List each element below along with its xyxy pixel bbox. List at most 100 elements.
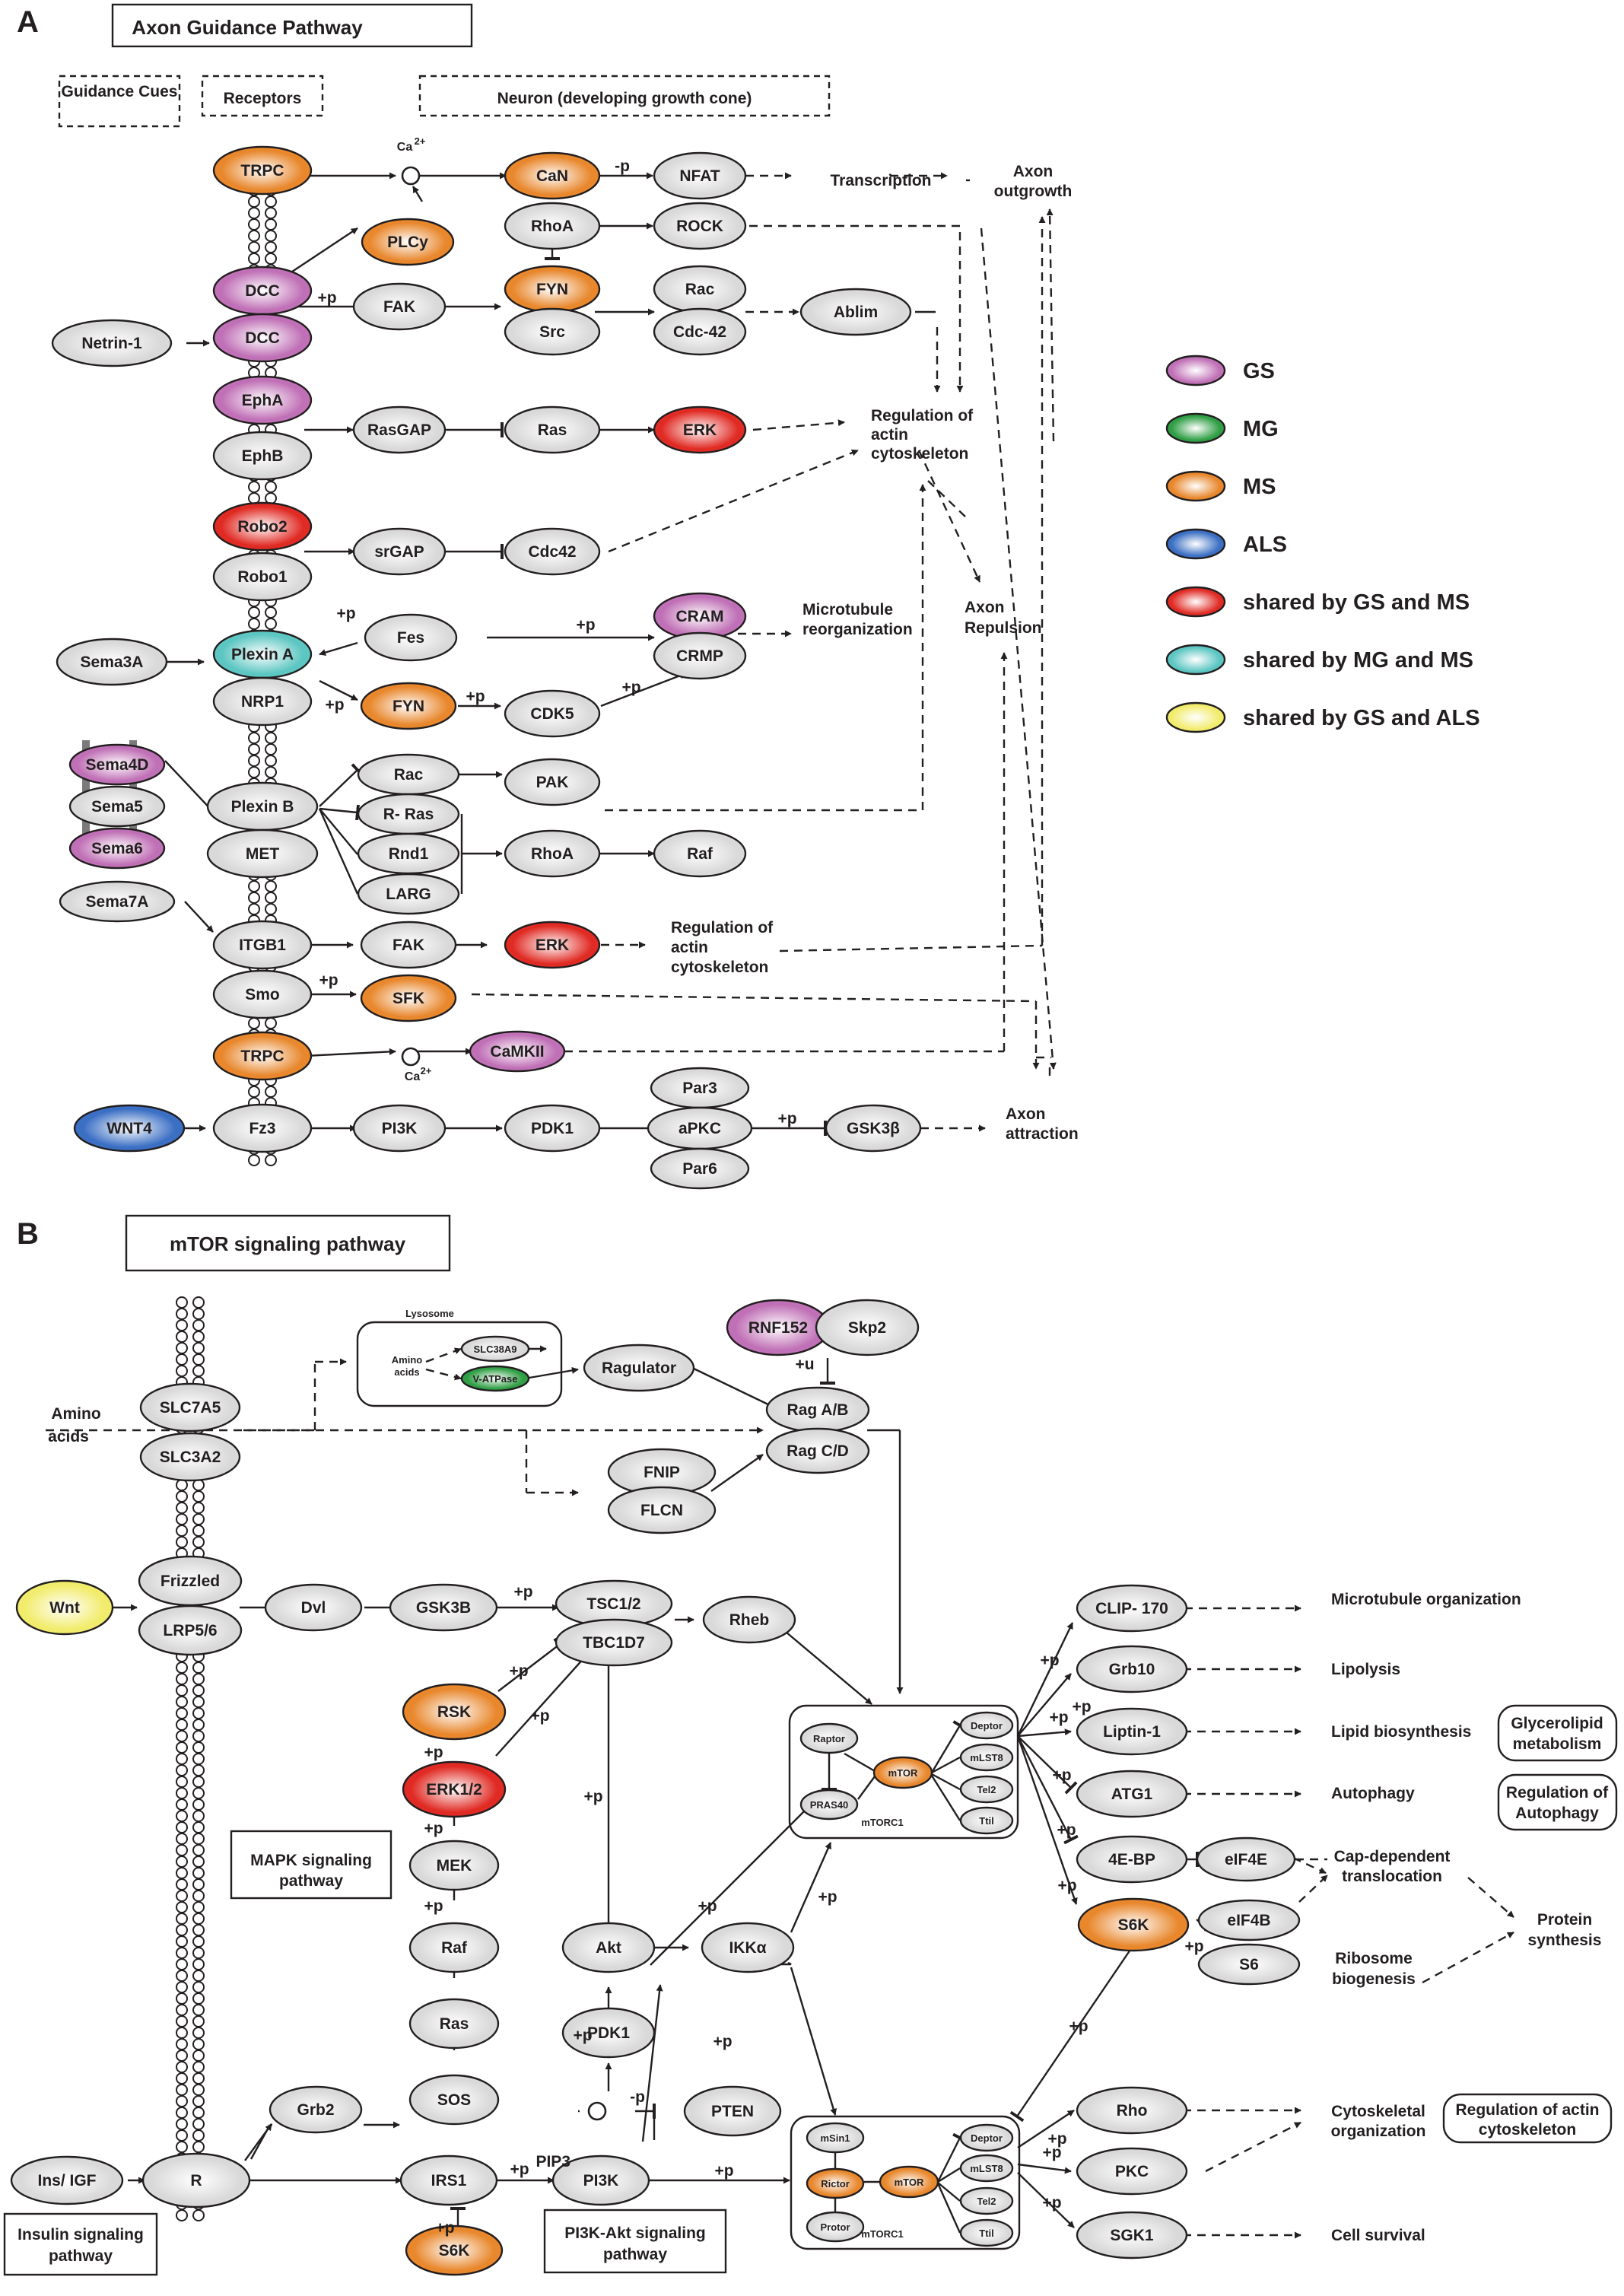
label-cell-survival: Cell survival xyxy=(1331,2227,1425,2244)
label-axon-outgrowth: Axon xyxy=(1013,163,1054,180)
edge xyxy=(425,1368,462,1381)
legend-item: shared by MG and MS xyxy=(1243,648,1473,673)
membrane-bead xyxy=(192,2118,205,2130)
edge xyxy=(1017,1728,1072,1738)
node-label-eif4b: eIF4B xyxy=(1227,1912,1270,1929)
label-plus-p: +p xyxy=(325,696,344,714)
node-panel_b-irs1 xyxy=(399,2154,498,2206)
node-label-rras: R- Ras xyxy=(383,806,434,823)
membrane-bead xyxy=(176,1764,188,1776)
node-panel_a-epha xyxy=(212,375,313,425)
membrane-bead xyxy=(192,2072,205,2085)
node-panel_a-can xyxy=(504,151,601,200)
node-panel_a-camkii xyxy=(469,1030,566,1073)
edge xyxy=(710,1454,764,1492)
membrane-bead xyxy=(192,1764,205,1776)
membrane-bead xyxy=(192,1353,205,1366)
node-panel_b-mtor1 xyxy=(872,1756,933,1789)
membrane-bead xyxy=(265,241,277,253)
node-label-fz3: Fz3 xyxy=(249,1120,275,1137)
label-plus-p: +p xyxy=(621,679,640,696)
membrane-bead xyxy=(248,743,260,755)
node-panel_b-sos xyxy=(408,2074,500,2126)
node-panel_a-wnt4 xyxy=(73,1104,186,1153)
label-plus-p: +p xyxy=(466,688,485,705)
node-label-ras: Ras xyxy=(538,421,567,439)
membrane-bead xyxy=(265,253,277,265)
legend-swatch-mg xyxy=(1165,412,1226,444)
membrane-bead xyxy=(176,1513,188,1525)
edge xyxy=(785,1631,872,1705)
node-label-eif4e: eIF4E xyxy=(1225,1851,1267,1868)
legend-item: shared by GS and ALS xyxy=(1243,706,1480,730)
node-panel_b-protor xyxy=(806,2211,865,2243)
label-plus-p: +p xyxy=(713,2033,732,2050)
label-insulin-pathway: pathway xyxy=(49,2247,113,2265)
label-cytoskeletal-org: Cytoskeletal xyxy=(1331,2103,1425,2120)
membrane-bead xyxy=(176,1707,188,1719)
node-label-grb10: Grb10 xyxy=(1109,1661,1155,1678)
membrane-bead xyxy=(176,2095,188,2107)
node-label-raf: Raf xyxy=(441,1939,468,1957)
membrane-bead xyxy=(248,253,260,265)
label-cap-dependent: translocation xyxy=(1342,1868,1442,1885)
node-panel_a-crmp xyxy=(653,631,747,680)
legend-swatch-ms xyxy=(1165,470,1226,502)
lysosome-label: Lysosome xyxy=(405,1308,454,1319)
node-panel_b-s6k xyxy=(1077,1897,1190,1952)
node-panel_b-sgk1 xyxy=(1076,2211,1188,2259)
node-panel_b-pten xyxy=(683,2085,782,2137)
node-label-deptor1: Deptor xyxy=(971,1720,1003,1732)
node-panel_a-dcc2 xyxy=(212,313,313,363)
node-label-rock: ROCK xyxy=(676,218,723,235)
membrane-bead xyxy=(176,1833,188,1845)
membrane-bead xyxy=(176,2209,188,2221)
node-label-rhoa2: RhoA xyxy=(531,845,574,863)
membrane-bead xyxy=(176,1958,188,1970)
panel-b-title-box xyxy=(125,1214,451,1272)
legend-item: ALS xyxy=(1243,533,1287,557)
membrane-bead xyxy=(192,1513,205,1525)
node-label-itgb1: ITGB1 xyxy=(239,937,286,954)
label-plus-p: +p xyxy=(818,1888,837,1906)
node-panel_b-flcn xyxy=(607,1486,717,1534)
membrane-bead xyxy=(192,1673,205,1685)
node-label-rnd1: Rnd1 xyxy=(389,845,429,863)
legend-swatch-mg_ms xyxy=(1165,644,1226,676)
node-panel_b-mlst8_1 xyxy=(959,1743,1014,1772)
label-plus-p: +p xyxy=(1052,1767,1071,1784)
node-label-plcy: PLCy xyxy=(387,234,428,251)
col-guidance-cues: Guidance Cues xyxy=(62,83,178,100)
node-label-ikka: IKKα xyxy=(729,1939,766,1957)
membrane-bead xyxy=(176,2118,188,2130)
membrane-bead xyxy=(176,1696,188,1708)
edge xyxy=(1016,1735,1078,1905)
node-label-epha: EphA xyxy=(242,392,284,409)
node-label-sema6: Sema6 xyxy=(91,840,143,857)
node-panel_b-s6k_bottom xyxy=(405,2224,504,2276)
edge xyxy=(930,1775,961,1821)
node-label-mtor1: mTOR xyxy=(888,1767,918,1779)
node-panel_a-robo1 xyxy=(212,552,313,602)
label-plus-p: +p xyxy=(698,1897,717,1915)
node-panel_b-ikka xyxy=(701,1922,795,1973)
membrane-bead xyxy=(265,766,277,778)
node-panel_a-fes xyxy=(364,613,458,662)
edge xyxy=(184,901,214,933)
membrane-bead xyxy=(265,732,277,744)
node-panel_a-rock xyxy=(653,202,747,250)
edge xyxy=(790,1967,837,2116)
membrane-bead xyxy=(265,230,277,242)
node-panel_a-rasgap xyxy=(352,405,447,454)
label-plus-p: +p xyxy=(1069,2018,1088,2035)
receptors-box xyxy=(201,75,324,117)
node-label-fnip: FNIP xyxy=(644,1464,680,1481)
lysosome-amino-acids: Amino xyxy=(392,1354,423,1366)
label-plus-p: +p xyxy=(1049,1709,1068,1726)
membrane-bead xyxy=(192,2038,205,2050)
membrane-bead xyxy=(248,241,260,253)
node-panel_b-rictor xyxy=(806,2167,865,2199)
node-label-pten: PTEN xyxy=(711,2103,754,2120)
label-regulation-actin: cytoskeleton xyxy=(871,445,968,463)
